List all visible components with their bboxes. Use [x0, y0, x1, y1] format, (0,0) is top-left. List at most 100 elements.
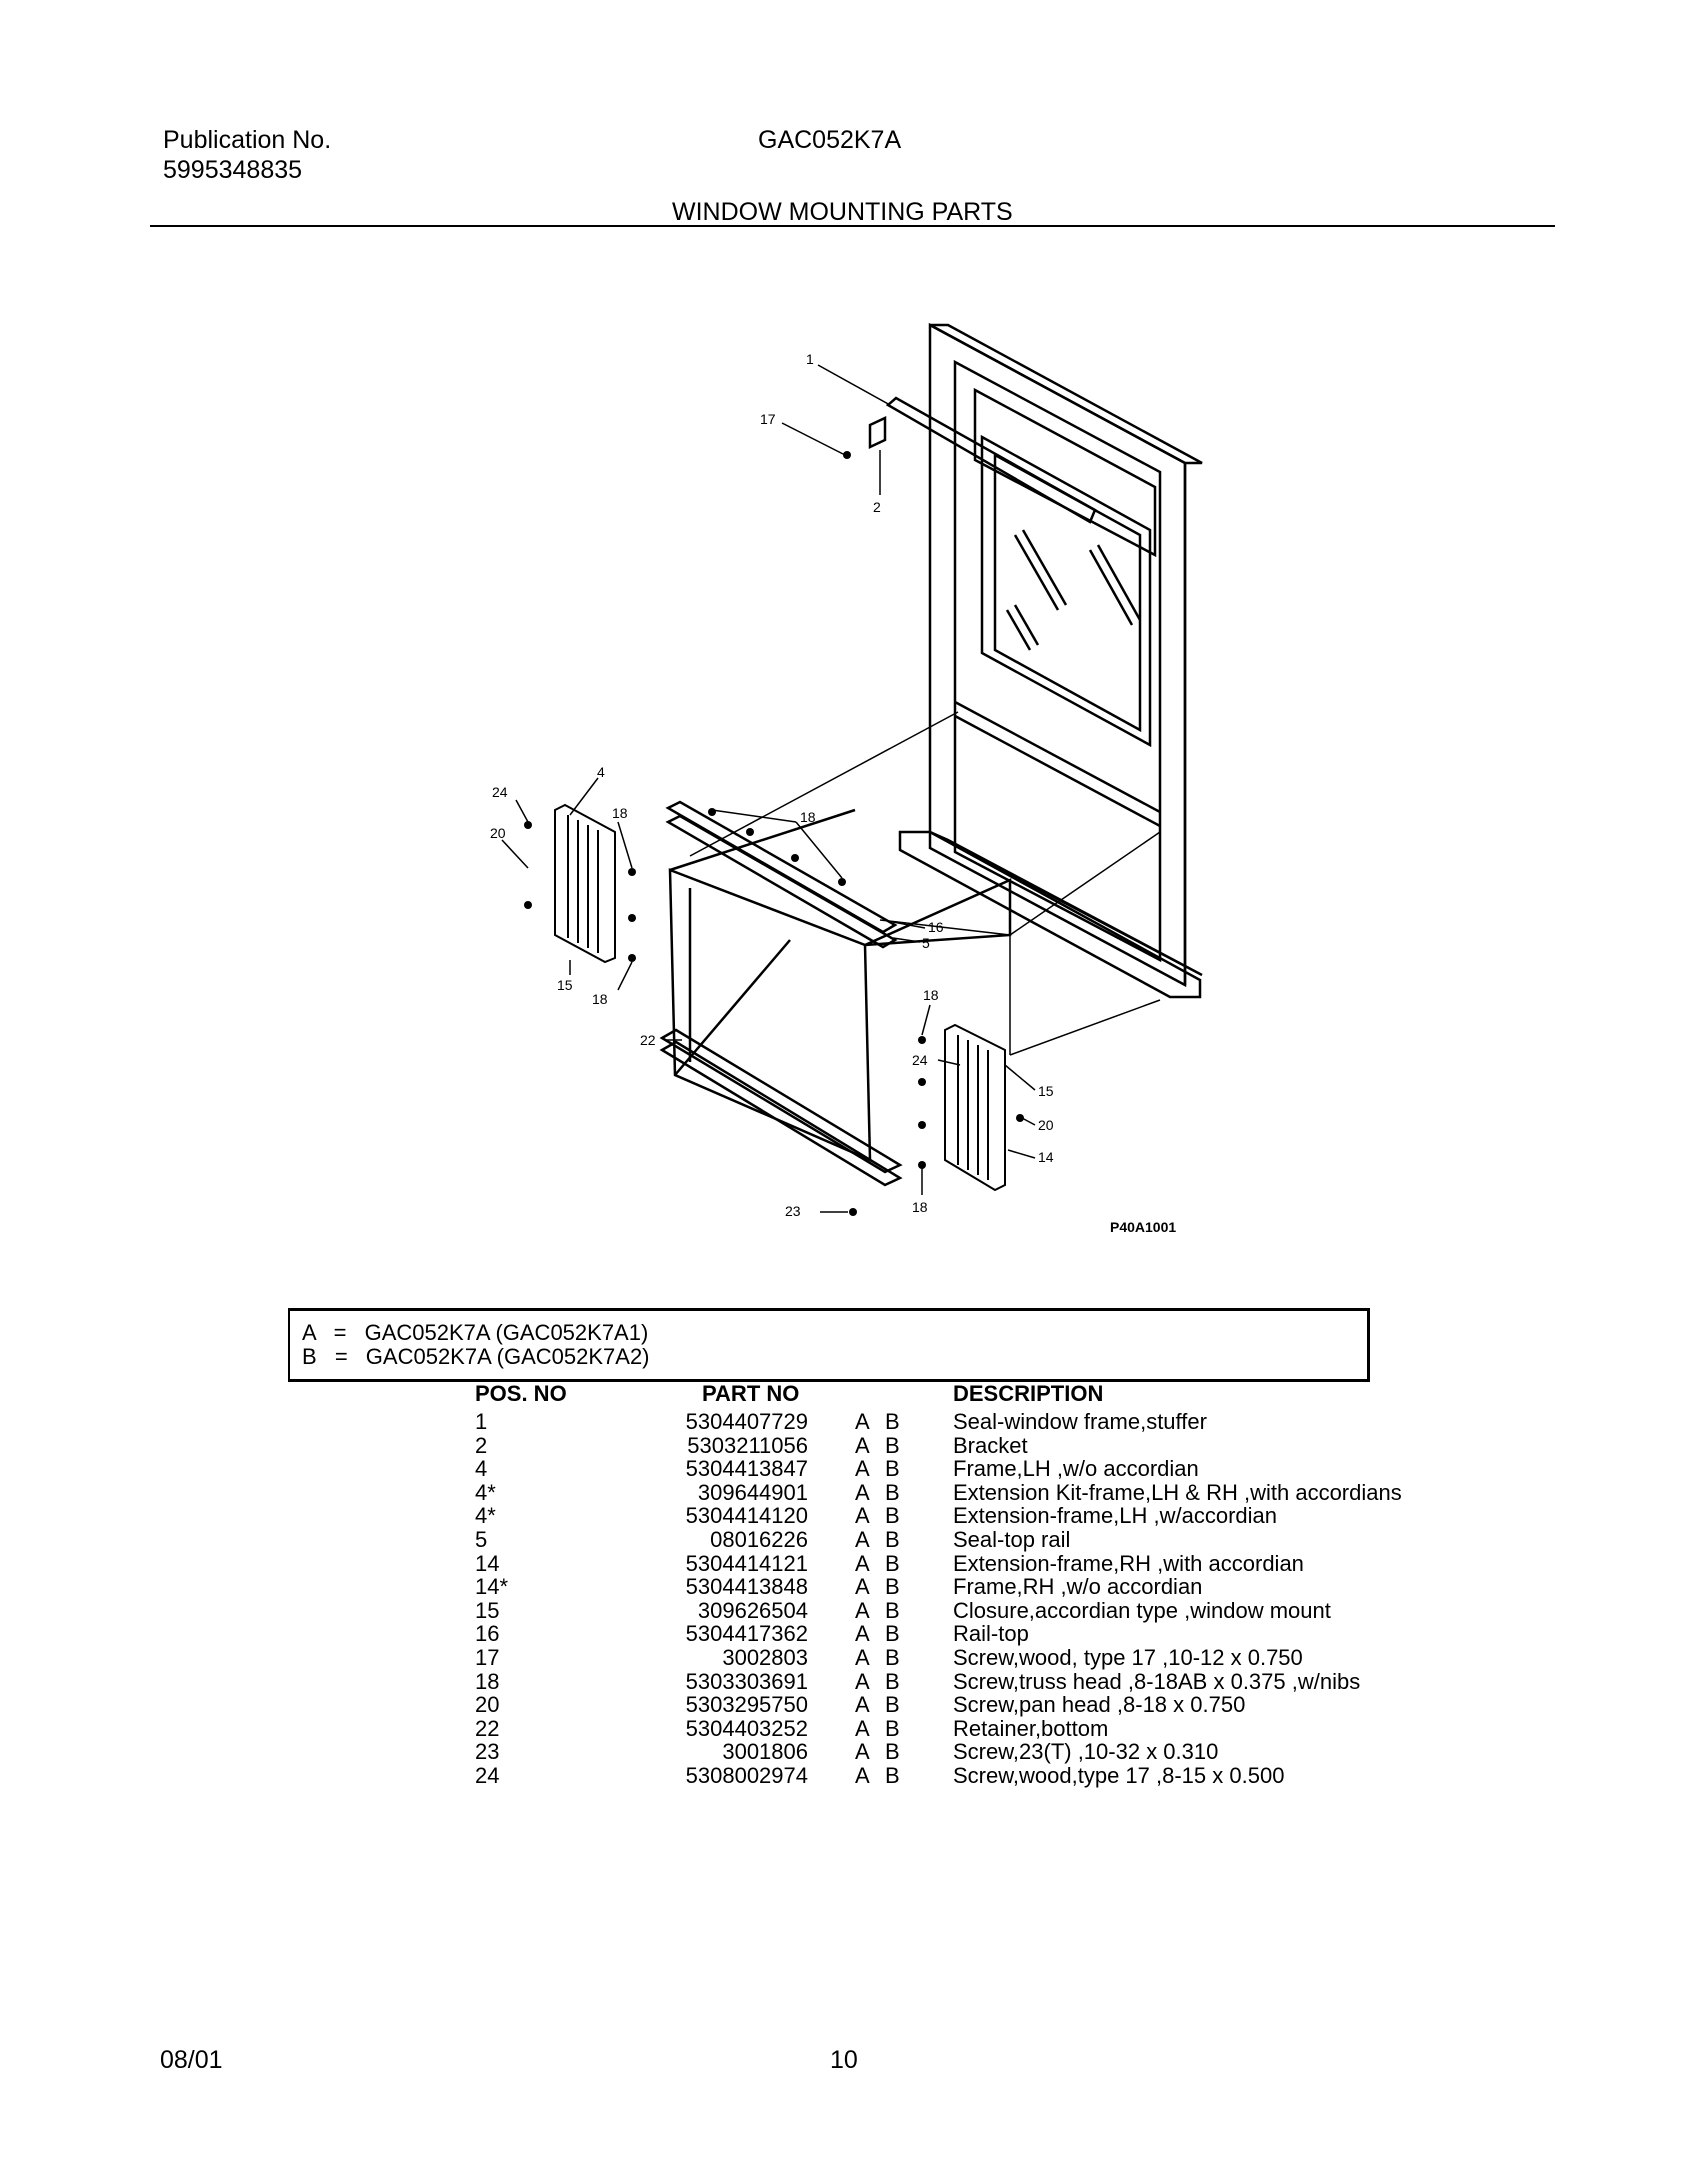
footer-date: 08/01 [160, 2046, 223, 2074]
pos-no: 15 [475, 1597, 500, 1623]
callout-1: 1 [806, 351, 814, 367]
leader-lines [501, 364, 1036, 1213]
model-number: GAC052K7A [758, 126, 902, 154]
model-a: A [855, 1597, 870, 1623]
pos-no: 23 [475, 1739, 500, 1765]
part-no: 5303211056 [687, 1432, 808, 1458]
window-frame [868, 322, 1203, 999]
part-no: 3002803 [722, 1644, 808, 1670]
part-no: 309626504 [697, 1597, 808, 1623]
column-description: DESCRIPTION [953, 1381, 1104, 1406]
description: Extension Kit-frame,LH & RH ,with accord… [953, 1479, 1402, 1505]
description: Screw,wood, type 17 ,10-12 x 0.750 [953, 1644, 1303, 1670]
screws [524, 451, 1024, 1216]
publication-number: 5995348835 [163, 156, 303, 184]
model-b: B [885, 1692, 900, 1718]
part-no: 5304413848 [685, 1574, 808, 1600]
legend-eq: = [333, 1320, 347, 1345]
pos-no: 24 [475, 1762, 500, 1788]
page-number: 10 [830, 2046, 858, 2074]
description: Closure,accordian type ,window mount [953, 1597, 1331, 1623]
description: Screw,truss head ,8-18AB x 0.375 ,w/nibs [953, 1668, 1361, 1694]
callout-20-left: 20 [490, 825, 506, 841]
legend-letter: B [302, 1344, 317, 1369]
part-no: 08016226 [710, 1526, 808, 1552]
legend-text: GAC052K7A (GAC052K7A1) [364, 1320, 649, 1345]
description: Screw,wood,type 17 ,8-15 x 0.500 [953, 1762, 1285, 1788]
callout-15-left: 15 [557, 977, 573, 993]
callout-2: 2 [873, 499, 881, 515]
callout-14: 14 [1038, 1149, 1054, 1165]
legend-eq: = [334, 1344, 348, 1369]
pos-no: 4 [475, 1456, 488, 1482]
description: Seal-top rail [953, 1526, 1071, 1552]
model-a: A [855, 1621, 870, 1647]
callout-16: 16 [928, 919, 944, 935]
model-a: A [855, 1692, 870, 1718]
model-b: B [885, 1644, 900, 1670]
model-b: B [885, 1432, 900, 1458]
callout-18-left: 18 [612, 805, 628, 821]
model-a: A [855, 1526, 870, 1552]
legend-letter: A [302, 1320, 316, 1345]
pos-no: 5 [475, 1526, 488, 1552]
callout-18-lower-left: 18 [592, 991, 608, 1007]
part-no: 5303295750 [685, 1692, 808, 1718]
header-rule [150, 225, 1555, 227]
pos-no: 17 [475, 1644, 500, 1670]
part-no: 3001806 [722, 1739, 808, 1765]
callout-4: 4 [597, 764, 605, 780]
part-no: 5304414120 [685, 1503, 808, 1529]
pos-no: 1 [475, 1409, 488, 1434]
pos-no: 18 [475, 1668, 500, 1694]
pos-no: 20 [475, 1692, 500, 1718]
callout-23: 23 [785, 1203, 801, 1219]
section-title: WINDOW MOUNTING PARTS [672, 198, 1013, 226]
part-no: 5304403252 [685, 1715, 808, 1741]
part-no: 5304407729 [685, 1409, 808, 1434]
model-legend: A = GAC052K7A (GAC052K7A1) B = GAC052K7A… [288, 1308, 1370, 1382]
model-b: B [885, 1456, 900, 1482]
part-no: 5304414121 [685, 1550, 808, 1576]
description: Frame,RH ,w/o accordian [953, 1574, 1203, 1600]
pos-no: 4* [475, 1479, 496, 1505]
model-b: B [885, 1574, 900, 1600]
description: Rail-top [953, 1621, 1029, 1647]
legend-text: GAC052K7A (GAC052K7A2) [365, 1344, 650, 1369]
part-no: 309644901 [697, 1479, 808, 1505]
exploded-diagram-svg: 1 17 2 4 24 18 20 18 16 5 15 18 18 22 24… [490, 322, 1203, 1235]
model-a: A [855, 1739, 870, 1765]
model-b: B [885, 1526, 900, 1552]
description: Frame,LH ,w/o accordian [953, 1456, 1199, 1482]
model-b: B [885, 1739, 900, 1765]
model-b: B [885, 1409, 900, 1434]
right-extension-frame [944, 1023, 1006, 1192]
column-pos-no: POS. NO [475, 1381, 567, 1406]
model-a: A [855, 1715, 870, 1741]
model-a: A [855, 1456, 870, 1482]
model-a: A [855, 1574, 870, 1600]
left-extension-frame [554, 803, 616, 964]
pos-no: 14* [475, 1574, 509, 1600]
figure-id: P40A1001 [1110, 1219, 1176, 1235]
callout-17: 17 [760, 411, 776, 427]
description: Retainer,bottom [953, 1715, 1109, 1741]
description: Extension-frame,RH ,with accordian [953, 1550, 1304, 1576]
model-a: A [855, 1432, 870, 1458]
callout-24-right: 24 [912, 1052, 928, 1068]
guide-lines [689, 711, 1161, 1056]
model-b: B [885, 1479, 900, 1505]
model-b: B [885, 1550, 900, 1576]
description: Extension-frame,LH ,w/accordian [953, 1503, 1278, 1529]
description: Seal-window frame,stuffer [953, 1409, 1207, 1434]
